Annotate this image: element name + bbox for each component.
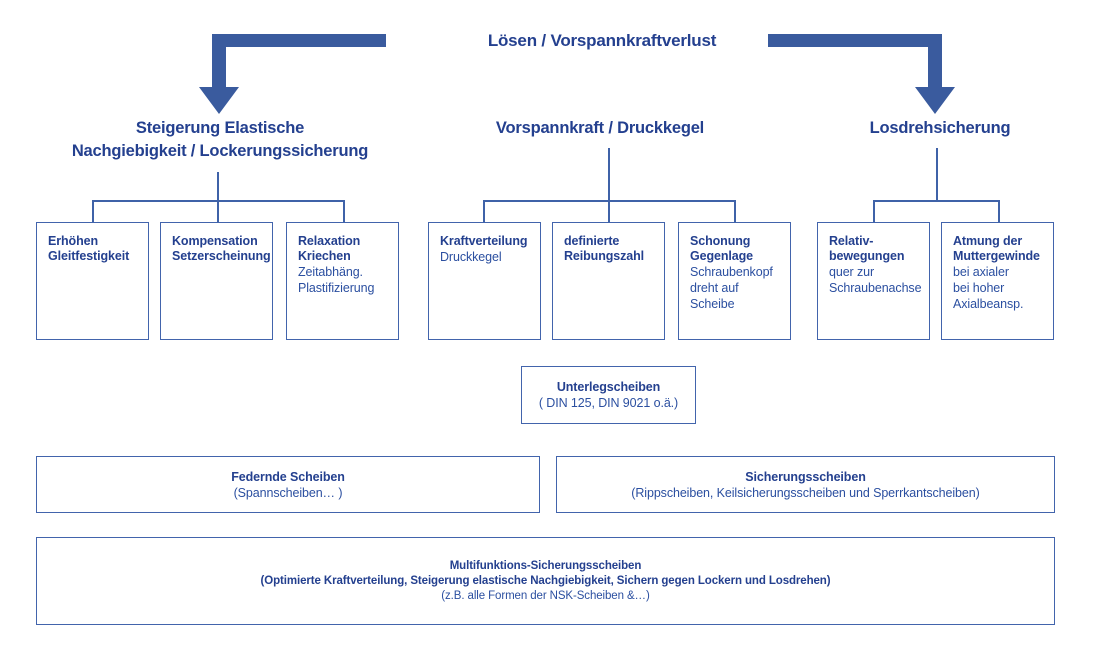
box-relativbewegungen[interactable]: Relativ- bewegungen quer zur Schraubenac… <box>817 222 930 340</box>
box-title-line2: Gleitfestigkeit <box>48 249 130 263</box>
box-kompensation-setzerscheinung[interactable]: Kompensation Setzerscheinung <box>160 222 273 340</box>
box-title-line1: Erhöhen <box>48 234 98 248</box>
box-subtitle: ( DIN 125, DIN 9021 o.ä.) <box>538 396 679 410</box>
box-title-line2: Reibungszahl <box>564 249 645 263</box>
box-title-line2: Setzerscheinung <box>172 249 271 263</box>
banner-title: Federnde Scheiben <box>231 469 345 484</box>
box-title-line2: Kriechen <box>298 249 351 263</box>
box-detail-line1: Schraubenkopf <box>690 265 773 279</box>
box-title-line1: definierte <box>564 234 620 248</box>
connector-drop-group1-box2 <box>217 200 219 222</box>
connector-drop-group1-box1 <box>92 200 94 222</box>
box-detail-line1: bei axialer <box>953 265 1009 279</box>
box-unterlegscheiben[interactable]: Unterlegscheiben ( DIN 125, DIN 9021 o.ä… <box>521 366 696 424</box>
connector-drop-group3-box1 <box>873 200 875 222</box>
box-detail-line2: Plastifizierung <box>298 281 375 295</box>
connector-stem-group1 <box>217 172 219 201</box>
connector-drop-group2-box1 <box>483 200 485 222</box>
box-detail-line2: bei hoher <box>953 281 1005 295</box>
connector-drop-group2-box3 <box>734 200 736 222</box>
box-title-line1: Kraftverteilung <box>440 234 528 248</box>
banner-subtitle: (Optimierte Kraftverteilung, Steigerung … <box>260 574 831 587</box>
connector-drop-group3-box2 <box>998 200 1000 222</box>
banner-multifunktions-sicherungsscheiben[interactable]: Multifunktions-Sicherungsscheiben (Optim… <box>36 537 1055 625</box>
box-schonung-gegenlage[interactable]: Schonung Gegenlage Schraubenkopf dreht a… <box>678 222 791 340</box>
box-title-line1: Relaxation <box>298 234 361 248</box>
group-title-losdrehsicherung: Losdrehsicherung <box>810 117 1070 140</box>
box-detail-line3: Scheibe <box>690 297 735 311</box>
box-title-line1: Atmung der <box>953 234 1023 248</box>
banner-subtitle: (Spannscheiben… ) <box>233 485 343 500</box>
banner-note: (z.B. alle Formen der NSK-Scheiben &…) <box>441 589 650 602</box>
box-erhoehen-gleitfestigkeit[interactable]: Erhöhen Gleitfestigkeit <box>36 222 149 340</box>
arrow-elbow-down-right-icon <box>768 34 955 114</box>
banner-subtitle: (Rippscheiben, Keilsicherungsscheiben un… <box>631 485 980 500</box>
group-title-line1: Vorspannkraft / Druckkegel <box>495 119 705 137</box>
group-title-elastische-nachgiebigkeit: Steigerung Elastische Nachgiebigkeit / L… <box>60 117 380 163</box>
banner-sicherungsscheiben[interactable]: Sicherungsscheiben (Rippscheiben, Keilsi… <box>556 456 1055 513</box>
arrow-elbow-down-left-icon <box>199 34 386 114</box>
box-title-line2: Gegenlage <box>690 249 754 263</box>
page-title: Lösen / Vorspannkraftverlust <box>487 31 717 50</box>
banner-title: Multifunktions-Sicherungsscheiben <box>449 559 642 572</box>
box-relaxation-kriechen[interactable]: Relaxation Kriechen Zeitabhäng. Plastifi… <box>286 222 399 340</box>
box-title: Unterlegscheiben <box>556 380 661 394</box>
connector-drop-group2-box2 <box>608 200 610 222</box>
box-detail-line1: quer zur <box>829 265 875 279</box>
box-detail-line3: Axialbeansp. <box>953 297 1024 311</box>
box-kraftverteilung[interactable]: Kraftverteilung Druckkegel <box>428 222 541 340</box>
box-title-line1: Kompensation <box>172 234 258 248</box>
box-title-line1: Relativ- <box>829 234 874 248</box>
box-detail-line1: Druckkegel <box>440 250 502 264</box>
group-title-vorspannkraft-druckkegel: Vorspannkraft / Druckkegel <box>450 117 750 140</box>
group-title-line2: Nachgiebigkeit / Lockerungssicherung <box>71 142 369 160</box>
connector-stem-group3 <box>936 148 938 201</box>
box-title-line2: Muttergewinde <box>953 249 1040 263</box>
box-detail-line1: Zeitabhäng. <box>298 265 363 279</box>
box-title-line2: bewegungen <box>829 249 905 263</box>
box-detail-line2: dreht auf <box>690 281 739 295</box>
box-definierte-reibungszahl[interactable]: definierte Reibungszahl <box>552 222 665 340</box>
connector-stem-group2 <box>608 148 610 201</box>
group-title-line1: Losdrehsicherung <box>869 119 1011 137</box>
banner-title: Sicherungsscheiben <box>745 469 866 484</box>
box-atmung-muttergewinde[interactable]: Atmung der Muttergewinde bei axialer bei… <box>941 222 1054 340</box>
banner-federnde-scheiben[interactable]: Federnde Scheiben (Spannscheiben… ) <box>36 456 540 513</box>
connector-bar-group3 <box>873 200 999 202</box>
group-title-line1: Steigerung Elastische <box>135 119 305 137</box>
connector-drop-group1-box3 <box>343 200 345 222</box>
box-detail-line2: Schraubenachse <box>829 281 922 295</box>
box-title-line1: Schonung <box>690 234 751 248</box>
